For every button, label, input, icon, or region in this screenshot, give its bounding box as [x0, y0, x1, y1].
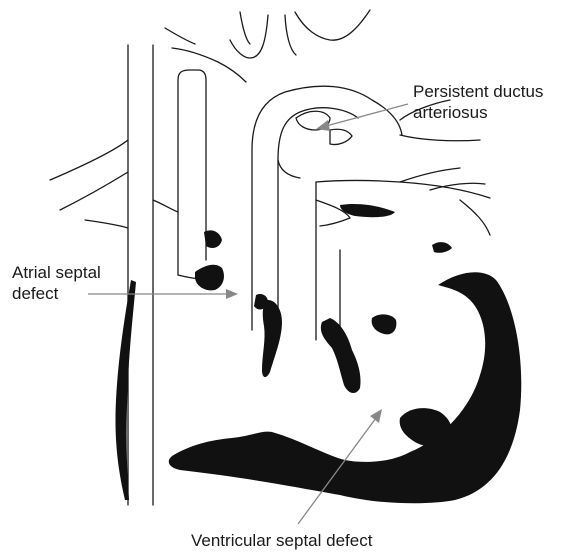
ventricle-wall — [169, 272, 522, 503]
ventricular-septal-defect-label: Ventricular septal defect — [191, 530, 372, 551]
atrial-muscle — [195, 265, 224, 291]
pulmonary-vessels-left — [50, 140, 178, 228]
vsd-label-line-1: Ventricular septal defect — [191, 530, 372, 551]
papillary-muscle — [321, 318, 361, 393]
myocardium — [169, 204, 522, 503]
valve-flap-right — [372, 314, 397, 334]
vena-cava — [115, 45, 153, 505]
septal-band — [262, 300, 282, 377]
atrial-muscle-upper — [204, 230, 222, 248]
aorta — [165, 10, 490, 340]
vena-cava-wall — [115, 280, 136, 500]
asd-label-line-2: defect — [12, 283, 101, 304]
asd-arrowhead — [226, 289, 238, 299]
pda-label-line-2: arteriosus — [413, 102, 543, 123]
pda-label-line-1: Persistent ductus — [413, 81, 543, 102]
asd-label-line-1: Atrial septal — [12, 262, 101, 283]
atrial-septal-defect-label: Atrial septal defect — [12, 262, 101, 304]
pulmonary-trunk — [178, 70, 212, 279]
persistent-ductus-arteriosus-label: Persistent ductus arteriosus — [413, 81, 543, 123]
pda-pointer-line — [326, 104, 408, 126]
vsd-arrowhead — [370, 409, 382, 423]
left-atrium-wall — [432, 242, 452, 253]
ventricle-trabeculae — [400, 408, 452, 446]
